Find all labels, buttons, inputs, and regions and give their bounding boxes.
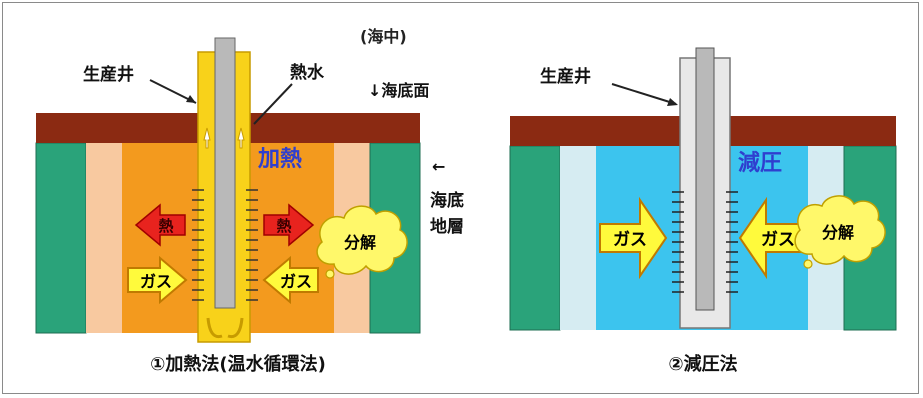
right-gas-arrow-right: ガス (738, 196, 807, 280)
left-panel-heating-method: 熱 熱 ガス ガス 分解 (海中) 生産井 熱水 ↓海底面 加熱 ← (35, 27, 464, 375)
left-water-arrow-right (237, 127, 245, 149)
right-decomposition-label: 分解 (822, 223, 854, 242)
left-heat-arrow-right-label: 熱 (276, 217, 291, 235)
left-heating-label: 加熱 (257, 146, 302, 172)
right-gas-arrow-right-label: ガス (761, 230, 795, 250)
left-gas-arrow-left-label: ガス (140, 272, 172, 291)
left-heat-arrow-left-label: 熱 (158, 217, 173, 235)
left-hot-water-label: 熱水 (290, 62, 325, 83)
right-formation-left (509, 145, 561, 331)
left-formation-left (35, 142, 87, 334)
left-gas-arrow-left: ガス (127, 255, 188, 305)
left-decomposition-label: 分解 (344, 233, 376, 252)
right-well-pointer (611, 83, 677, 105)
left-caption: ①加熱法(温水循環法) (150, 353, 326, 375)
left-heat-arrow-right: 熱 (263, 203, 315, 247)
left-hot-water-pointer (253, 83, 293, 125)
right-caption: ②減圧法 (668, 353, 737, 375)
left-well-pointer-head (186, 95, 196, 103)
left-seabed-label: ↓海底面 (368, 81, 429, 100)
sea-label: (海中) (360, 27, 407, 46)
left-well-inner-pipe (214, 37, 236, 309)
left-gas-arrow-right: ガス (262, 255, 319, 305)
left-heat-arrow-left: 熱 (134, 203, 186, 247)
left-formation-arrow: ← (432, 157, 445, 176)
right-gas-arrow-left: ガス (599, 196, 668, 280)
left-decomposition-cloud: 分解 (316, 205, 408, 279)
left-perforations (192, 189, 258, 301)
left-return-bend (206, 317, 244, 339)
right-perforations (672, 191, 738, 293)
right-well-label: 生産井 (540, 66, 591, 87)
right-decomposition-cloud: 分解 (794, 195, 886, 269)
figure-frame (2, 2, 919, 394)
right-lightblue-left (560, 146, 596, 330)
left-well-label: 生産井 (83, 64, 134, 85)
left-formation-label-2: 地層 (430, 216, 464, 237)
right-well-pointer-head (667, 98, 678, 106)
left-gas-arrow-right-label: ガス (280, 272, 312, 291)
right-well-inner-pipe (695, 47, 715, 311)
left-water-arrow-left (203, 127, 211, 149)
right-depressurize-label: 減圧 (738, 151, 782, 176)
right-gas-arrow-left-label: ガス (613, 230, 647, 250)
right-panel-depressurization-method: ガス ガス 分解 生産井 減圧 ②減圧法 (509, 47, 897, 375)
left-peach-left (86, 143, 122, 333)
left-formation-label-1: 海底 (430, 190, 464, 211)
